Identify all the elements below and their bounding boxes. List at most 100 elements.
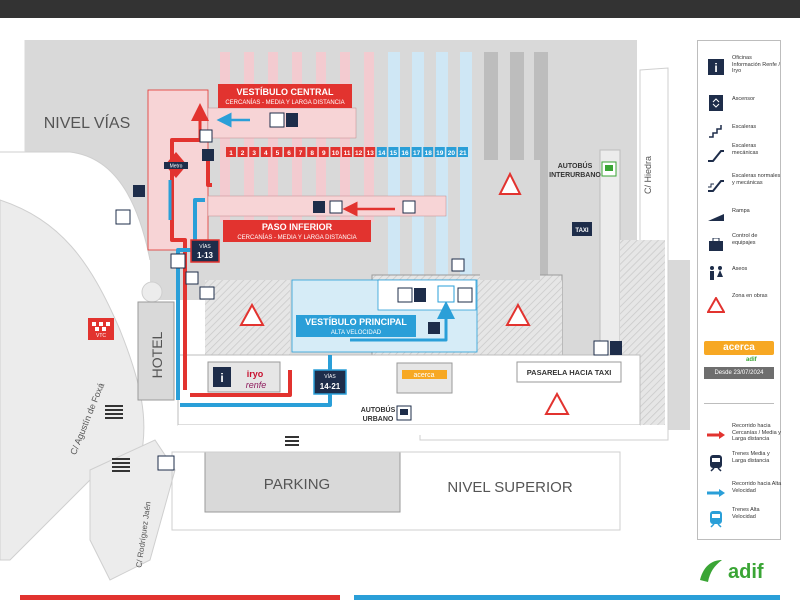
track-box [295,147,306,157]
info-icon [133,185,145,197]
escalator-icon [706,145,726,165]
stairs-escalator-icon [706,175,726,195]
legend-text: Escaleras mecánicas [732,143,759,156]
escalator-icon [397,287,413,303]
legend-text: Ascensor [732,96,755,102]
hotel-block [137,301,175,401]
legend-item-info: i Oficinas Información Renfe / Iryo [704,55,780,85]
vias-14-21-caption: VÍAS [324,373,336,380]
stairs-icon [706,121,726,141]
acerca-map-label: acerca [413,372,434,379]
autobus-interurbano-line1: AUTOBÚS [558,161,593,170]
legend-item-escalator: Escaleras mecánicas [704,143,780,173]
track-number: 12 [355,150,363,157]
ramp-icon [451,258,465,272]
track-number: 6 [287,150,291,157]
legend-item-works: Zona en obras [704,293,780,323]
hotel-label: HOTEL [149,331,165,378]
toilet-icon [199,286,215,300]
legend-route-red: Recorrido hacia Cercanías / Media y Larg… [704,423,781,453]
escalator-icon [170,253,186,269]
legend-item-stairs-escalator: Escaleras normales y mecánicas [704,173,780,203]
legend-text: Recorrido hacia Cercanías / Media y Larg… [732,423,781,442]
track-box [400,147,410,157]
legend-train-dark: Trenes Media y Larga distancia [704,451,780,481]
map-icons [115,112,622,471]
works-icons [239,171,570,415]
autobus-urbano-line2: URBANO [363,416,394,423]
parking-label: PARKING [264,476,330,493]
track-number: 7 [299,150,303,157]
route-red [170,103,395,397]
legend-text: Zona en obras [732,293,768,299]
legend-text: Escaleras [732,124,757,130]
track-box [318,147,329,157]
escalator-icon [185,271,199,285]
vestibulo-central-subtitle: CERCANÍAS - MEDIA Y LARGA DISTANCIA [225,99,344,106]
blue-arrow-icon [706,483,726,503]
track-box [411,147,422,157]
adif-logo-text: adif [728,561,764,583]
legend-item-stairs: Escaleras [704,119,780,149]
autobus-interurbano-line2: INTERURBANO [549,172,601,179]
track-number: 19 [436,150,444,157]
vtc-label: VTC [96,333,106,339]
info-icon: i [220,371,223,385]
bottom-bar-blue [354,595,780,600]
track-box [249,147,260,157]
ramp-icon [706,205,726,225]
ramp-icon [402,200,416,214]
adif-logo: adif [698,556,788,586]
legend-train-blue: Trenes Alta Velocidad [704,507,780,537]
track-box [458,147,468,157]
works-icon [706,295,726,315]
renfe-logo: renfe [246,380,267,390]
train-icon [313,201,325,213]
track-box [284,147,294,157]
vestibulo-principal-title: VESTÍBULO PRINCIPAL [305,317,407,327]
track-number: 14 [378,150,386,157]
luggage-icon [428,322,440,334]
red-arrow-icon [706,425,726,445]
track-box [307,147,318,157]
track-number: 13 [367,150,375,157]
track-number: 18 [425,150,433,157]
street-rodriguez [89,439,176,581]
legend-text: Rampa [732,208,750,214]
track-box [272,147,283,157]
legend-adif-mini: adif [746,357,757,363]
track-box [388,147,399,157]
vias-1-13-value: 1-13 [197,251,214,260]
track-box [434,147,445,157]
track-number: 17 [413,150,421,157]
elevator-icon [286,113,298,127]
bottom-bar-red [20,595,340,600]
track-box [376,147,387,157]
legend-text: Control de equipajes [732,233,758,246]
pasarela-sign [516,361,622,383]
legend-text: Trenes Alta Velocidad [732,507,760,520]
train-blue-icon [437,285,455,303]
metro-label: Metro [170,164,183,170]
track-number: 8 [310,150,314,157]
track-number: 21 [459,150,467,157]
track-box [446,147,457,157]
escalator-icon [199,129,213,143]
legend-item-luggage: Control de equipajes [704,233,780,263]
taxi-label: TAXI [575,228,589,234]
track-box [353,147,364,157]
top-bar [0,0,800,18]
legend-item-toilet: Aseos [704,261,780,291]
track-number: 10 [332,150,340,157]
vestibulo-principal-subtitle: ALTA VELOCIDAD [331,330,382,336]
vias-1-13-sign [190,239,220,263]
train-dark-icon [706,453,726,473]
paso-inferior-subtitle: CERCANÍAS - MEDIA Y LARGA DISTANCIA [237,234,356,241]
track-box [330,147,341,157]
escalator-icon [269,112,285,128]
parking-block [204,451,401,513]
track-number: 16 [401,150,409,157]
paso-inferior-title: PASO INFERIOR [262,222,333,232]
toilet-icon [457,287,473,303]
